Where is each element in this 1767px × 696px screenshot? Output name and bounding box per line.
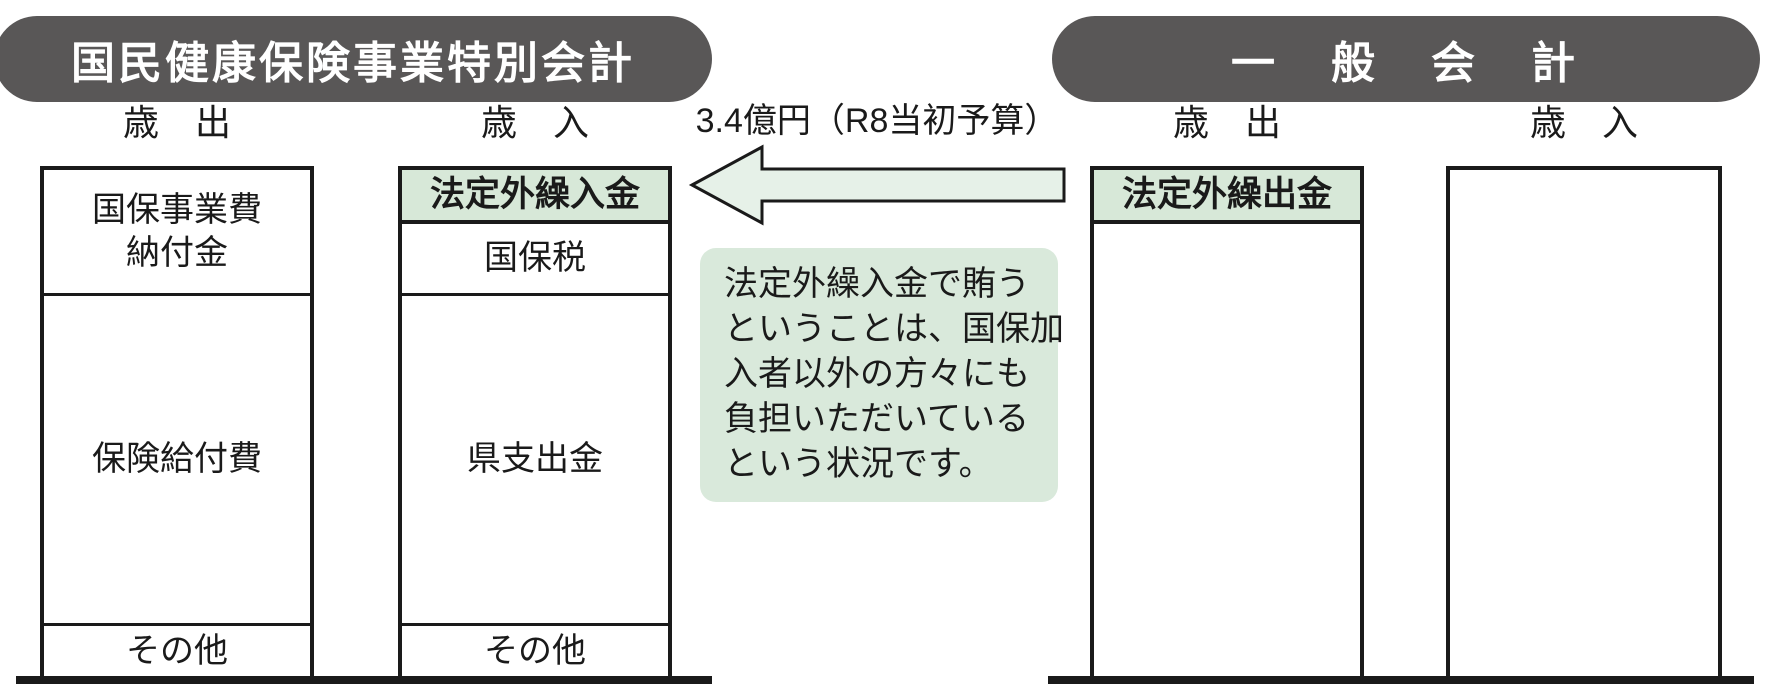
general-expenditure-header: 歳 出 — [1172, 102, 1281, 143]
special-revenue-header: 歳 入 — [480, 102, 589, 143]
transfer-left-arrow-icon — [688, 144, 1066, 226]
segment-label: 法定外繰出金 — [1121, 175, 1332, 215]
note-line: 法定外繰入金で賄う — [724, 265, 1030, 303]
segment-kokuhozei: 国保税 — [402, 224, 668, 296]
segment-label: 保険給付費 — [92, 440, 262, 479]
segment-label: 法定外繰入金 — [429, 175, 640, 215]
general-account-title-pill: 一 般 会 計 — [1052, 16, 1760, 102]
note-line: という状況です。 — [724, 445, 993, 483]
segment-sonota-special-revenue: その他 — [402, 623, 668, 676]
note-line: ということは、国保加 — [724, 310, 1064, 348]
segment-label: その他 — [126, 631, 228, 670]
general-expenditure-empty-area — [1094, 224, 1360, 676]
segment-label: 国保事業費 — [92, 191, 262, 229]
special-account-title-pill: 国民健康保険事業特別会計 — [0, 16, 712, 102]
special-expenditure-column: 国保事業費 納付金 保険給付費 その他 — [40, 166, 314, 680]
general-revenue-empty-area — [1450, 170, 1718, 676]
segment-sonota-special-expenditure: その他 — [44, 623, 310, 676]
baseline-general-account — [1048, 676, 1754, 684]
general-account-title: 一 般 会 計 — [1231, 39, 1581, 88]
general-revenue-column — [1446, 166, 1722, 680]
segment-label: 納付金 — [126, 233, 228, 272]
segment-label: その他 — [484, 631, 586, 670]
segment-label: 県支出金 — [467, 440, 603, 479]
segment-label: 国保税 — [484, 239, 586, 278]
baseline-special-account — [16, 676, 712, 684]
special-account-title: 国民健康保険事業特別会計 — [71, 39, 635, 88]
transfer-amount-label: 3.4億円（R8当初予算） — [695, 101, 1059, 140]
segment-hoken-kyufuhi: 保険給付費 — [44, 296, 310, 623]
segment-hoteigai-kuridashikin: 法定外繰出金 — [1094, 170, 1360, 224]
general-revenue-header: 歳 入 — [1529, 102, 1638, 143]
note-box: 法定外繰入金で賄う ということは、国保加 入者以外の方々にも 負担いただいている… — [700, 248, 1064, 502]
segment-hoteigai-kurirekin: 法定外繰入金 — [402, 170, 668, 224]
note-line: 入者以外の方々にも — [724, 355, 1030, 393]
special-revenue-column: 法定外繰入金 国保税 県支出金 その他 — [398, 166, 672, 680]
segment-ken-shishutsukin: 県支出金 — [402, 296, 668, 623]
general-expenditure-column: 法定外繰出金 — [1090, 166, 1364, 680]
special-expenditure-header: 歳 出 — [122, 102, 231, 143]
segment-kokuho-jigyohi-nofukin: 国保事業費 納付金 — [44, 170, 310, 296]
note-line: 負担いただいている — [724, 400, 1029, 438]
